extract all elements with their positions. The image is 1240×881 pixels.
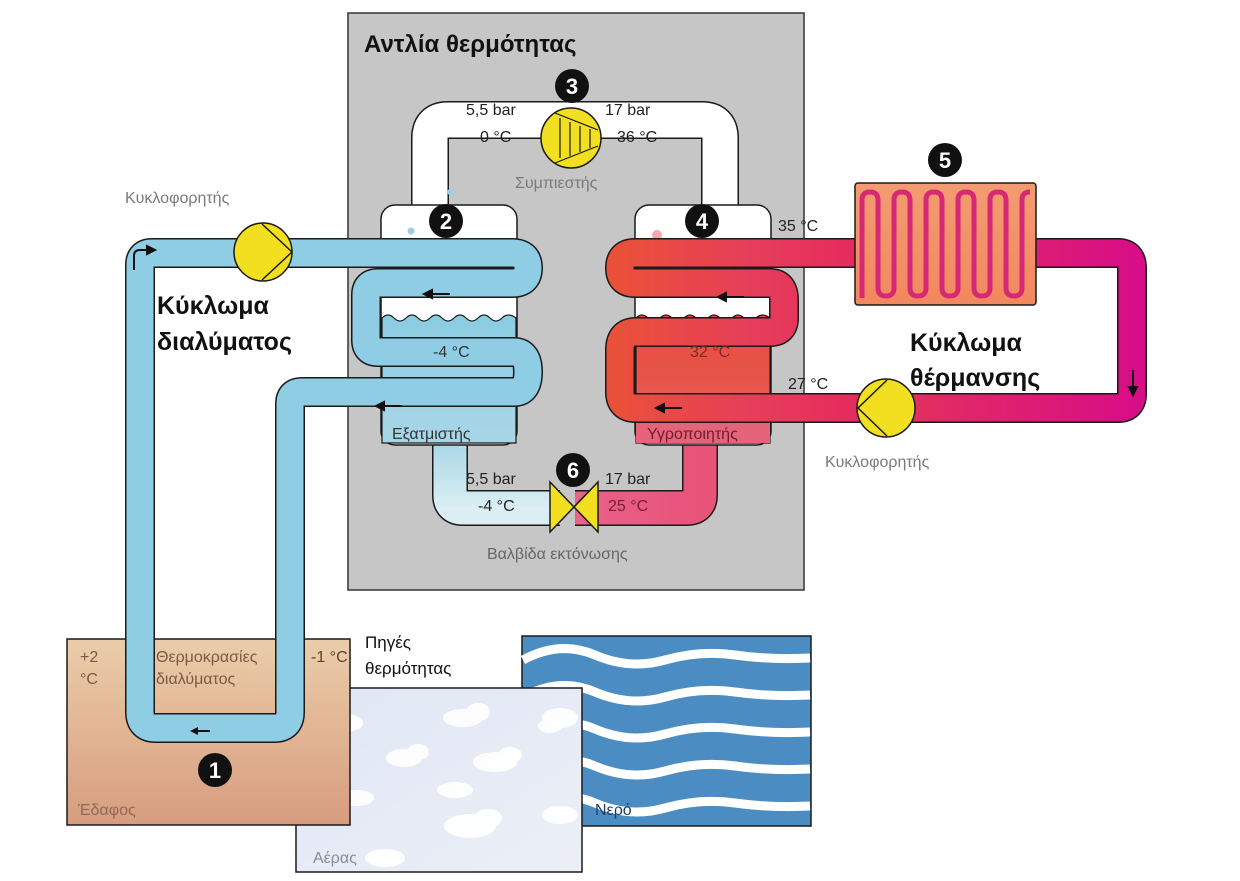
brine-circuit-label-2: διαλύματος [157,328,292,356]
compressor-label: Συμπιεστής [515,175,598,192]
marker-5: 5 [928,143,962,177]
heat-pump-title: Αντλία θερμότητας [364,31,576,58]
brine-return-temp: -1 °C [311,649,348,666]
brine-pump-label: Κυκλοφορητής [125,190,230,207]
heating-circulation-pump-icon [856,378,916,438]
brine-temp-label-1: Θερμοκρασίες [156,649,258,666]
water-label: Νερό [595,802,632,819]
compressor-out-pressure: 17 bar [605,102,651,119]
condenser-coil-pipe [605,238,860,423]
expansion-valve-label: Βαλβίδα εκτόνωσης [487,546,628,563]
compressor-out-temp: 36 °C [617,129,657,146]
brine-circuit-label-1: Κύκλωμα [157,292,270,320]
heating-pump-label: Κυκλοφορητής [825,454,930,471]
marker-3: 3 [555,69,589,103]
marker-1: 1 [198,753,232,787]
svg-text:4: 4 [696,209,709,234]
air-label: Αέρας [313,850,357,867]
svg-text:1: 1 [209,758,221,783]
valve-out-pressure: 5,5 bar [466,471,516,488]
valve-out-temp: -4 °C [478,498,515,515]
condenser-label: Υγροποιητής [647,426,738,443]
valve-in-temp: 25 °C [608,498,648,515]
ground-collector-pipe [125,638,305,743]
compressor-in-temp: 0 °C [480,129,511,146]
valve-in-pressure: 17 bar [605,471,651,488]
heating-circuit-pipe [880,238,1147,423]
svg-text:2: 2 [440,209,452,234]
return-temp: 27 °C [788,376,828,393]
marker-2: 2 [429,204,463,238]
marker-4: 4 [685,204,719,238]
heat-sources-label-1: Πηγές [365,633,411,652]
compressor-icon [540,107,602,169]
compressor-in-pressure: 5,5 bar [466,102,516,119]
marker-6: 6 [556,453,590,487]
ground-label: Έδαφος [77,802,136,819]
brine-temp-label-2: διαλύματος [156,671,236,688]
heat-sources-label-2: θερμότητας [365,659,451,678]
evaporator-temp: -4 °C [433,344,470,361]
radiator [854,182,1037,306]
soil-temp-1: +2 [80,649,98,666]
arrow-turn-icon [133,249,150,270]
condenser-temp: 32 °C [690,344,730,361]
expansion-valve-icon [549,480,599,534]
heating-circuit-label-1: Κύκλωμα [910,329,1023,357]
soil-temp-2: °C [80,671,98,688]
supply-temp: 35 °C [778,218,818,235]
brine-circulation-pump-icon [233,222,294,282]
svg-text:3: 3 [566,74,578,99]
heating-circuit-label-2: θέρμανσης [910,364,1040,392]
svg-text:5: 5 [939,148,951,173]
svg-text:6: 6 [567,458,579,483]
refrigerant-liquid-line [432,440,718,526]
evaporator-label: Εξατμιστής [392,426,471,443]
